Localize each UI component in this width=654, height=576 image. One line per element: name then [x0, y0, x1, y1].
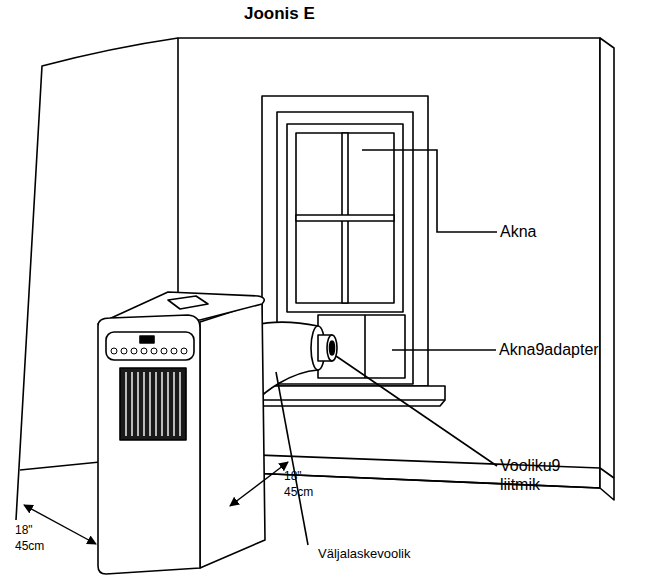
air-grille: [120, 368, 186, 440]
part-label: Väljalaskevoolik: [318, 546, 448, 562]
dimension-arrow: [230, 462, 288, 506]
unit-side: [200, 302, 265, 568]
part-label: Akna: [500, 222, 600, 242]
adapter-seam: [364, 315, 366, 378]
sill-front: [245, 400, 445, 406]
figure-title: Joonis E: [244, 4, 354, 24]
unit-top-vent: [168, 296, 208, 309]
dimension-arrow: [24, 505, 96, 544]
leader-line: [392, 349, 496, 351]
dimension-label: 18" 45cm: [15, 522, 51, 554]
hose-connector-hole: [330, 341, 335, 355]
baseboard-edge: [600, 468, 614, 478]
side-baseboard: [20, 462, 100, 470]
part-label: Vooliku9 liitmik: [500, 456, 580, 494]
window-sill: [245, 386, 445, 400]
window-adapter: [318, 315, 405, 378]
part-label: Akna9adapter: [499, 340, 639, 360]
leader-line: [336, 356, 497, 466]
wall-edge: [600, 38, 614, 500]
window-muntin: [296, 215, 394, 221]
control-buttons: [111, 348, 187, 354]
dimension-label: 18" 45cm: [284, 468, 320, 500]
leader-line: [276, 372, 308, 545]
leader-line: [362, 150, 497, 232]
window-glass: [296, 133, 394, 303]
window-sash: [287, 124, 403, 312]
hose-connector-face: [327, 335, 337, 361]
control-panel: [106, 332, 194, 360]
control-display: [140, 336, 154, 343]
grille-slats: [126, 372, 180, 436]
unit-front: [98, 315, 200, 574]
